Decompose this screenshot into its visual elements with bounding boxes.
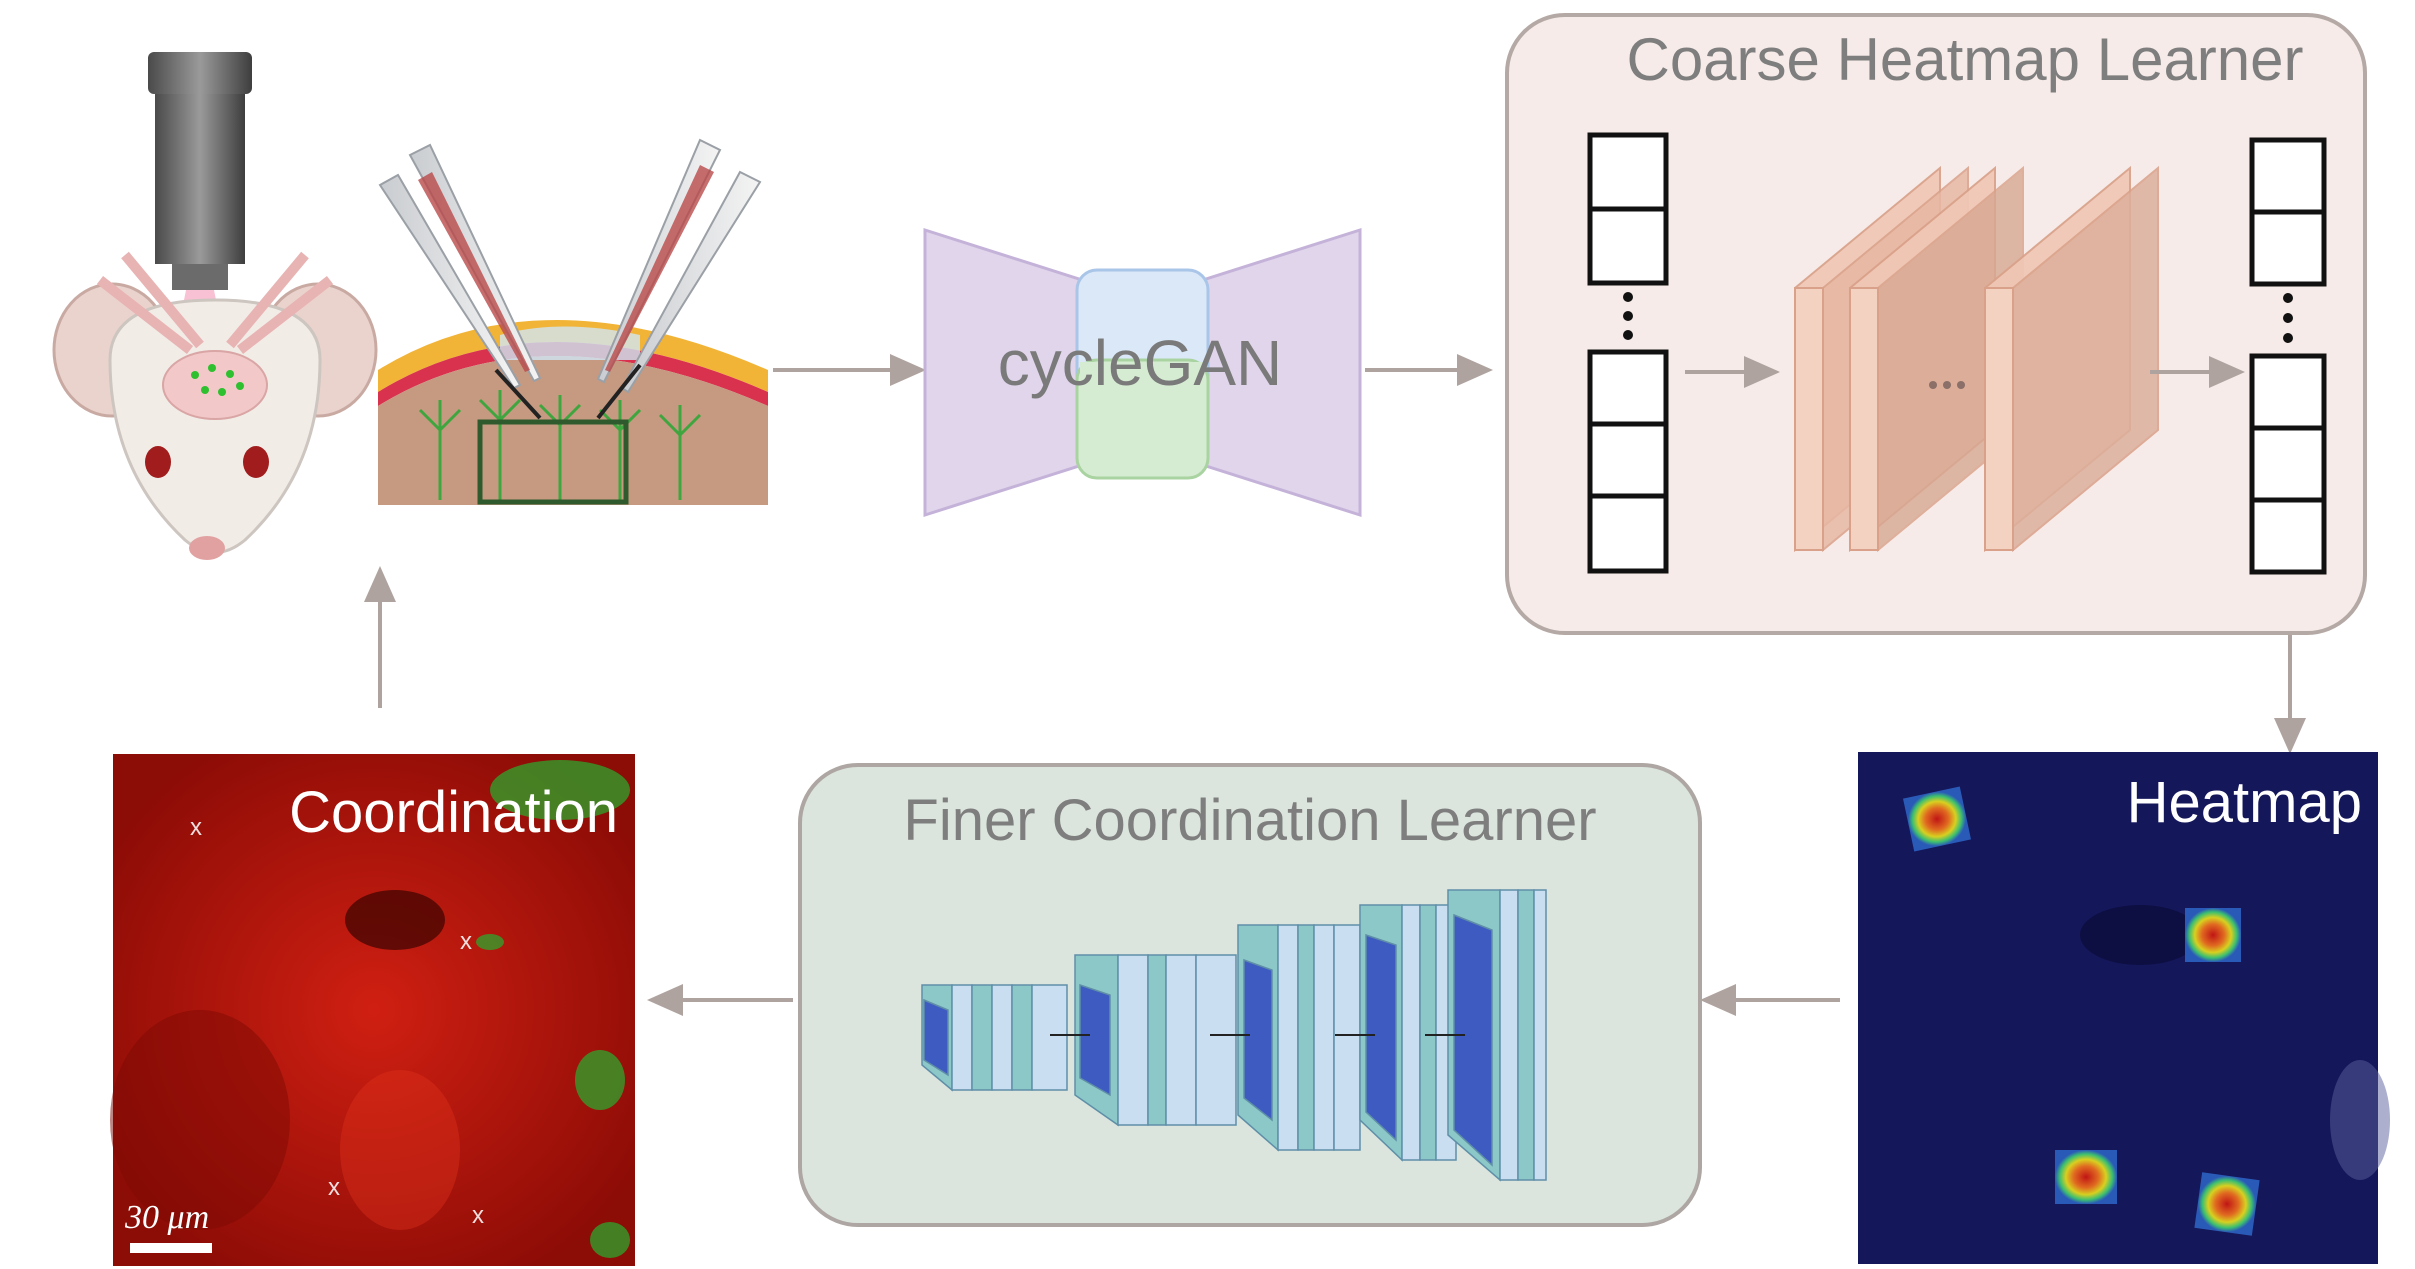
heatmap-shadow xyxy=(2080,905,2200,965)
hotspot-4 xyxy=(2194,1172,2260,1236)
mouse-left-eye xyxy=(145,446,171,478)
coordination-label: Coordination xyxy=(289,780,618,845)
mouse-head xyxy=(108,298,322,554)
neuron-dot xyxy=(236,382,244,390)
mouse-nose xyxy=(189,536,225,560)
finer-cnn-stage-5 xyxy=(1447,889,1547,1182)
coarse-input-vector xyxy=(1587,132,1669,574)
hotspot-3 xyxy=(2055,1150,2117,1204)
microscope-objective-body xyxy=(155,94,245,264)
coordination-mark-1: x xyxy=(190,814,202,841)
neuron-dot xyxy=(201,386,209,394)
neuron-dot xyxy=(191,371,199,379)
dark-region-bottom xyxy=(110,1010,290,1230)
neuron-dot xyxy=(208,364,216,372)
cyclegan-block: cycleGAN xyxy=(923,227,1362,518)
mouse-pipette-2 xyxy=(121,251,204,349)
mouse-pipette-1 xyxy=(96,276,194,354)
pointer-arrow-left xyxy=(494,368,542,420)
cyclegan-label: cycleGAN xyxy=(998,327,1283,399)
left-pipettes xyxy=(378,143,542,390)
coarse-heatmap-learner-panel: Coarse Heatmap Learner xyxy=(1505,13,2367,635)
hotspot-2 xyxy=(2185,908,2241,962)
coarse-panel-title: Coarse Heatmap Learner xyxy=(1626,26,2303,93)
pointer-arrow-right xyxy=(596,363,642,420)
coordination-mark-2: x xyxy=(460,928,472,955)
coarse-input-ellipsis xyxy=(1623,292,1633,340)
coarse-cnn-ellipsis xyxy=(1929,381,1965,389)
finer-panel-title: Finer Coordination Learner xyxy=(903,788,1596,853)
water-well xyxy=(500,326,640,360)
hotspot-1 xyxy=(1903,786,1971,852)
brain-slice-illustration xyxy=(378,138,768,505)
mouse-right-eye xyxy=(243,446,269,478)
heatmap-bright-speckle xyxy=(2330,1060,2390,1180)
coordination-image: x x x x Coordination 30 μm xyxy=(110,754,635,1266)
mouse-microscope-illustration xyxy=(52,52,378,560)
green-fluorescence xyxy=(476,760,630,1258)
bright-region xyxy=(340,1070,460,1230)
coordination-mark-4: x xyxy=(472,1202,484,1229)
finer-coordination-learner-panel: Finer Coordination Learner xyxy=(798,763,1702,1227)
coarse-output-ellipsis xyxy=(2283,293,2293,343)
coarse-cnn-layers xyxy=(1794,165,2159,553)
mouse-pipette-4 xyxy=(226,251,309,349)
heatmap-label: Heatmap xyxy=(2127,770,2362,835)
coarse-output-vector xyxy=(2249,137,2327,575)
heatmap-image: Heatmap xyxy=(1858,752,2390,1264)
right-pipettes xyxy=(596,138,762,394)
microscope-objective-tip xyxy=(172,264,228,290)
finer-cnn-stage-2 xyxy=(1074,954,1237,1127)
skull-layers xyxy=(378,320,768,392)
dark-cell-shadow xyxy=(345,890,445,950)
scale-bar-label: 30 μm xyxy=(124,1199,209,1236)
finer-cnn-stage-4 xyxy=(1359,904,1457,1162)
neuron-dot xyxy=(226,370,234,378)
mouse-pipette-3 xyxy=(236,276,334,354)
cortex-tissue xyxy=(378,356,768,505)
finer-cnn-stage-1 xyxy=(921,984,1068,1092)
region-of-interest-box xyxy=(477,419,629,505)
scale-bar xyxy=(130,1243,212,1253)
finer-cnn-stage-3 xyxy=(1237,924,1361,1152)
cyclegan-overlap-fill xyxy=(1080,362,1205,392)
coordination-mark-3: x xyxy=(328,1174,340,1201)
cranial-window xyxy=(162,350,268,420)
microscope-objective-top xyxy=(148,52,252,94)
neuron-dot xyxy=(218,388,226,396)
skull-pink-layer xyxy=(378,342,768,406)
